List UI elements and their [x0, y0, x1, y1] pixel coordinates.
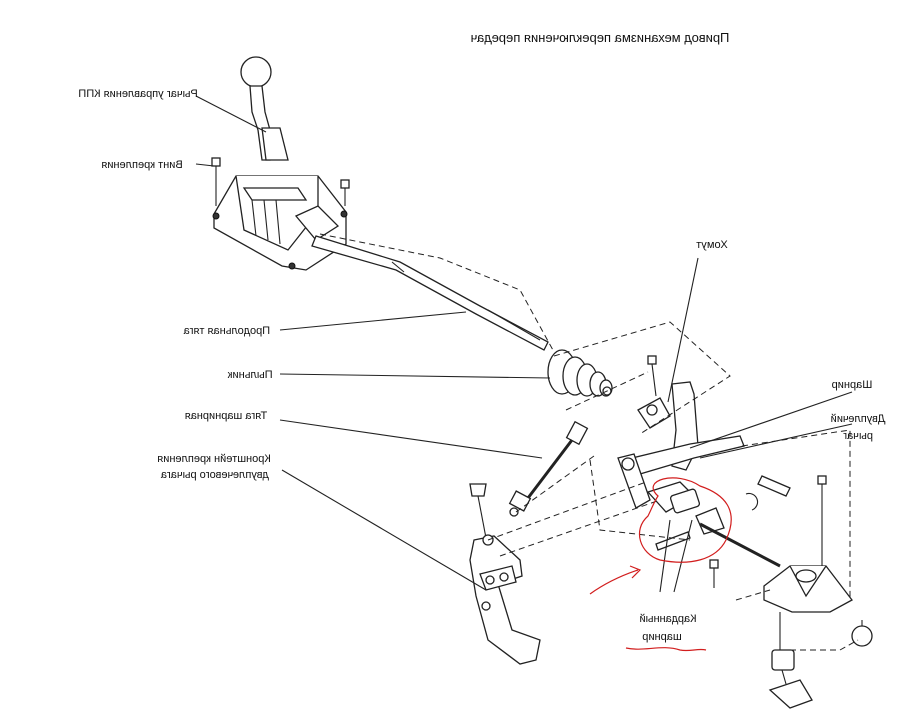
- label-clamp: Хомут: [696, 239, 728, 251]
- bracket: [469, 483, 541, 665]
- red-annotation: [589, 477, 732, 652]
- leader-lines: [195, 95, 853, 593]
- label-double-lever-line1: Двуплечий: [831, 413, 886, 425]
- boot: [547, 349, 613, 397]
- label-hinged-rod: Тяга шарнирная: [185, 410, 268, 422]
- shift-lever-assembly: [211, 56, 350, 271]
- label-mount-screw: Винт крепления: [101, 159, 182, 171]
- label-cardan-line1: Карданный: [639, 613, 696, 625]
- label-hinge: Шарнир: [832, 379, 873, 391]
- label-boot: Пыльник: [228, 369, 273, 381]
- label-bracket-line1: Кронштейн крепления: [157, 453, 271, 465]
- clamp-hinge-assembly: [617, 355, 827, 588]
- longitudinal-rod: [311, 235, 549, 351]
- diagram-title: Привод механизма переключения передач: [471, 30, 730, 45]
- labels: Рычаг управления КПП Винт крепления Прод…: [78, 88, 885, 643]
- gearbox-selector: [763, 565, 873, 709]
- label-shift-lever: Рычаг управления КПП: [78, 88, 198, 100]
- label-double-lever-line2: рычаг: [843, 430, 873, 442]
- label-longitudinal-rod: Продольная тяга: [183, 325, 270, 337]
- label-cardan-line2: шарнир: [642, 631, 681, 643]
- dashed-guides: [319, 233, 859, 651]
- label-bracket-line2: двуплечевого рычага: [160, 469, 269, 481]
